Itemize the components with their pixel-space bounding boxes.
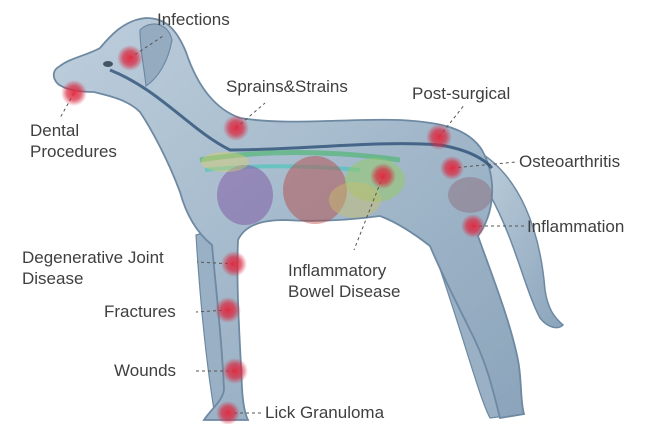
hotspot-inflammation (461, 214, 485, 238)
label-wounds: Wounds (114, 361, 176, 381)
label-infections: Infections (157, 10, 230, 30)
hotspot-post-surgical (426, 124, 452, 150)
hotspot-dental (61, 80, 87, 106)
label-post-surgical: Post-surgical (412, 84, 510, 104)
label-dental-line1: Dental (30, 121, 79, 141)
label-ibd-line1: Inflammatory (288, 261, 386, 281)
label-osteoarthritis: Osteoarthritis (519, 152, 620, 172)
hotspot-osteoarthritis (440, 156, 464, 180)
hotspot-ibd (370, 163, 396, 189)
hotspot-fractures (215, 297, 241, 323)
hotspot-lick-granuloma (216, 401, 240, 424)
label-degenerative-line2: Disease (22, 269, 83, 289)
label-dental-line2: Procedures (30, 142, 117, 162)
label-degenerative-line1: Degenerative Joint (22, 248, 164, 268)
label-sprains-strains: Sprains&Strains (226, 77, 348, 97)
label-inflammation: Inflammation (527, 217, 624, 237)
label-ibd-line2: Bowel Disease (288, 282, 400, 302)
label-lick-granuloma: Lick Granuloma (265, 403, 384, 423)
label-fractures: Fractures (104, 302, 176, 322)
hotspot-wounds (222, 358, 248, 384)
hotspot-sprains (223, 115, 249, 141)
hotspot-degenerative (221, 251, 247, 277)
hotspot-infections (117, 45, 143, 71)
